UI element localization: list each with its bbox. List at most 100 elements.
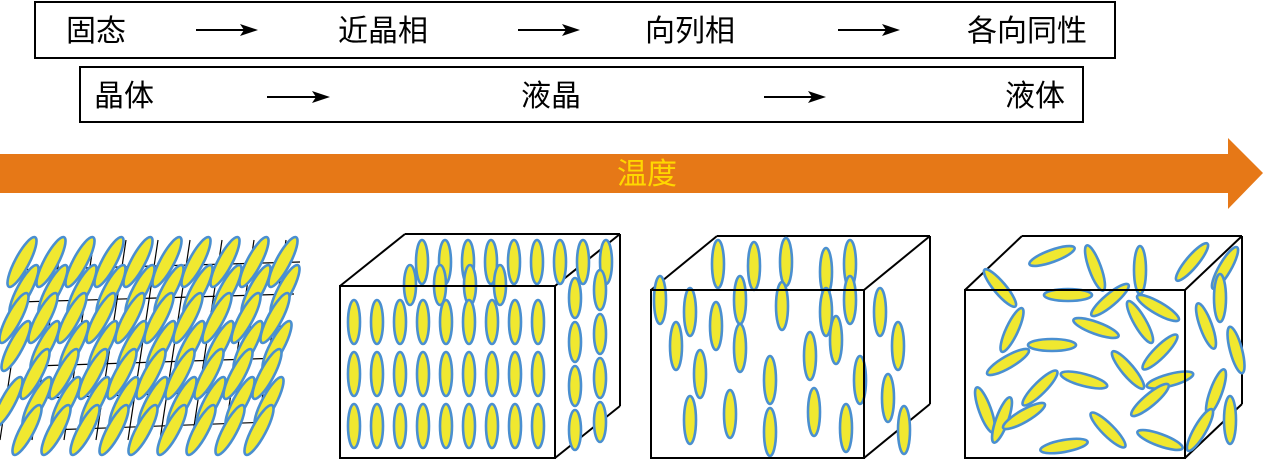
molecule [346, 298, 362, 346]
molecule [982, 267, 1018, 309]
row2-arrows [267, 91, 826, 103]
molecule [114, 291, 146, 345]
molecule [896, 404, 912, 456]
molecule [1089, 411, 1127, 449]
molecule [27, 291, 59, 345]
label-smectic: 近晶相 [338, 14, 428, 49]
molecule [567, 364, 583, 408]
molecule [1145, 370, 1195, 390]
molecule [369, 298, 385, 346]
molecule [575, 238, 591, 286]
molecule [180, 235, 212, 289]
molecule [985, 347, 1031, 377]
molecule [1185, 407, 1215, 453]
molecule [682, 286, 698, 338]
molecule [1194, 302, 1218, 350]
temperature-arrow [0, 138, 1263, 209]
molecule [185, 403, 217, 457]
molecule [567, 276, 583, 320]
molecule [818, 286, 834, 338]
molecule [1021, 369, 1059, 407]
molecule [0, 375, 24, 429]
molecule [484, 402, 500, 450]
molecule [0, 319, 32, 373]
molecule [890, 320, 906, 372]
molecule [214, 403, 246, 457]
molecule [1028, 244, 1076, 268]
molecule [506, 238, 522, 286]
molecule [1136, 428, 1184, 452]
molecule [259, 291, 291, 345]
molecule [774, 280, 790, 332]
molecule [156, 403, 188, 457]
molecule [69, 403, 101, 457]
molecule [1141, 333, 1179, 371]
molecule [530, 298, 546, 346]
label-liquid-crystal: 液晶 [521, 79, 581, 114]
molecule [1212, 272, 1228, 324]
molecule [346, 350, 362, 398]
molecule [692, 348, 708, 400]
molecule [6, 235, 38, 289]
molecule [461, 298, 477, 346]
row1-arrows [196, 24, 900, 36]
molecule [414, 238, 430, 286]
molecule [1072, 316, 1120, 340]
molecule [1039, 437, 1089, 455]
molecule [369, 402, 385, 450]
label-isotropic: 各向同性 [967, 14, 1087, 49]
molecule [530, 402, 546, 450]
molecule [1083, 244, 1107, 292]
molecule [461, 350, 477, 398]
molecule [529, 238, 545, 286]
smectic-phase-panel [339, 233, 621, 459]
label-nematic: 向列相 [645, 14, 735, 49]
molecule [1089, 282, 1131, 318]
molecule [507, 402, 523, 450]
molecule [438, 350, 454, 398]
state-row-box [79, 66, 1084, 123]
molecule [1226, 325, 1246, 375]
label-liquid: 液体 [1005, 79, 1065, 114]
molecule [762, 406, 778, 458]
molecule [592, 400, 608, 444]
label-crystal: 晶体 [94, 79, 154, 114]
molecule [1174, 241, 1210, 283]
molecule [106, 347, 138, 401]
molecule [77, 347, 109, 401]
molecule [35, 235, 67, 289]
molecule [732, 274, 748, 326]
molecule [732, 322, 748, 374]
molecule [251, 347, 283, 401]
molecule [708, 300, 724, 352]
molecule [438, 402, 454, 450]
temperature-label: 温度 [617, 157, 677, 192]
molecule [1222, 394, 1238, 446]
label-solid: 固态 [66, 14, 126, 49]
molecule [0, 291, 30, 345]
molecule [369, 350, 385, 398]
molecule [762, 354, 778, 406]
molecule [838, 402, 854, 454]
molecule [872, 286, 888, 338]
molecule [1129, 382, 1171, 418]
molecule [999, 306, 1025, 354]
molecule [85, 291, 117, 345]
molecule [530, 350, 546, 398]
molecule [652, 274, 668, 326]
molecule [127, 403, 159, 457]
nematic-phase-panel [650, 235, 931, 459]
molecule [222, 347, 254, 401]
molecule [484, 350, 500, 398]
molecule [164, 347, 196, 401]
molecule [48, 347, 80, 401]
molecule [567, 320, 583, 364]
molecule [11, 403, 43, 457]
molecule [1026, 337, 1078, 353]
molecule [806, 386, 822, 438]
molecule [1132, 244, 1148, 296]
molecule [40, 403, 72, 457]
molecule [682, 394, 698, 446]
molecule [93, 235, 125, 289]
molecule [592, 356, 608, 400]
